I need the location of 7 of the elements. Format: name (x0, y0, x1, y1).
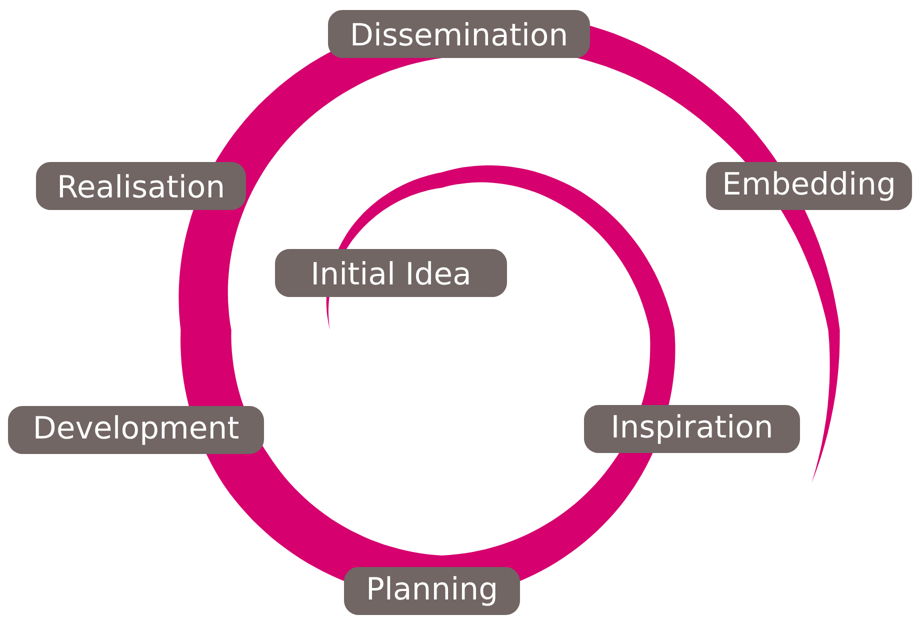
label-pill: Dissemination (328, 10, 590, 58)
label-pill: Planning (344, 567, 520, 615)
label-pill: Realisation (36, 162, 246, 210)
label-pill: Development (8, 406, 264, 454)
label-pill: Embedding (706, 162, 912, 210)
label-pill: Inspiration (584, 405, 800, 453)
label-pill: Initial Idea (275, 249, 507, 297)
